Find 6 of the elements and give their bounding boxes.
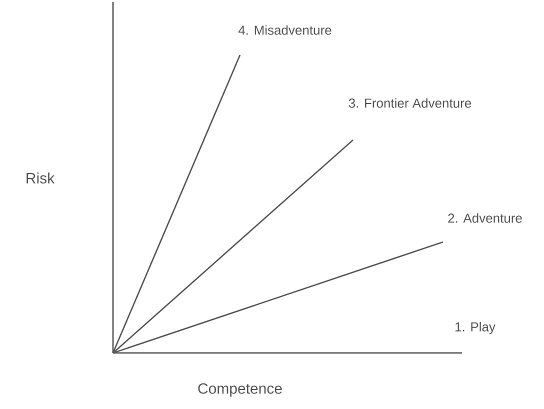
axis-label: 4. Misadventure: [238, 25, 332, 35]
axis-label: 3. Frontier Adventure: [348, 98, 472, 108]
axis-label: 2. Adventure: [448, 213, 522, 223]
axis-label: 1. Play: [456, 322, 496, 334]
axis-label: Risk: [26, 172, 55, 184]
axis-label: Competence: [198, 383, 282, 397]
